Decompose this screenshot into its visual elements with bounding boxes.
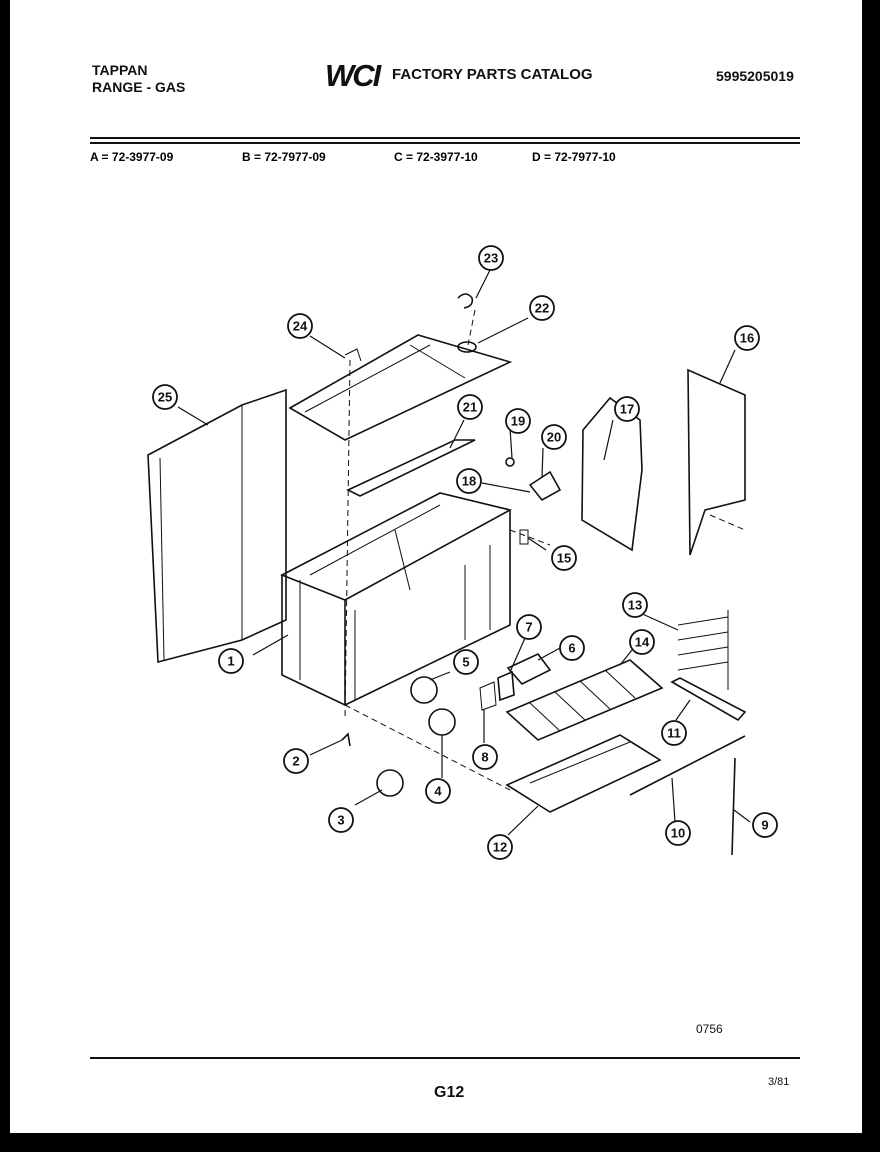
part-2 <box>341 732 351 747</box>
callout-2: 2 <box>283 748 309 774</box>
svg-text:10: 10 <box>671 826 685 841</box>
svg-text:8: 8 <box>481 750 488 765</box>
callout-8: 8 <box>472 744 498 770</box>
header-rule-bottom <box>90 142 800 144</box>
model-d: D = 72-7977-10 <box>532 150 616 164</box>
svg-text:3: 3 <box>337 813 344 828</box>
svg-text:17: 17 <box>620 402 634 417</box>
exploded-parts-diagram: 1 2 3 4 5 6 7 8 9 10 11 12 13 14 15 16 1… <box>147 245 778 860</box>
alignment-line <box>467 309 476 346</box>
callout-23: 23 <box>478 245 504 271</box>
callout-16: 16 <box>734 325 760 351</box>
callout-1: 1 <box>218 648 244 674</box>
brand-name: TAPPAN <box>92 62 148 78</box>
callout-10: 10 <box>665 820 691 846</box>
part-4 <box>428 708 456 736</box>
callout-3: 3 <box>328 807 354 833</box>
callout-19: 19 <box>505 408 531 434</box>
part-24 <box>344 348 362 362</box>
callout-6: 6 <box>559 635 585 661</box>
callout-11: 11 <box>661 720 687 746</box>
callout-4: 4 <box>425 778 451 804</box>
part-9 <box>731 757 736 856</box>
part-10 <box>629 735 746 796</box>
alignment-line <box>344 359 351 721</box>
brand-block: TAPPAN RANGE - GAS <box>92 62 185 96</box>
callout-14: 14 <box>629 629 655 655</box>
svg-text:4: 4 <box>434 784 442 799</box>
svg-text:14: 14 <box>635 635 650 650</box>
alignment-line <box>709 514 746 531</box>
part-5 <box>410 676 438 704</box>
model-a: A = 72-3977-09 <box>90 150 174 164</box>
part-19 <box>505 457 515 467</box>
svg-text:7: 7 <box>525 620 532 635</box>
svg-text:13: 13 <box>628 598 642 613</box>
callout-17: 17 <box>614 396 640 422</box>
part-8 <box>479 681 497 711</box>
svg-text:23: 23 <box>484 251 498 266</box>
part-side-panel <box>147 388 287 664</box>
part-20 <box>528 470 562 502</box>
callout-12: 12 <box>487 834 513 860</box>
svg-text:19: 19 <box>511 414 525 429</box>
svg-text:2: 2 <box>292 754 299 769</box>
callout-15: 15 <box>551 545 577 571</box>
leader-lines <box>177 269 751 836</box>
svg-text:6: 6 <box>568 641 575 656</box>
svg-text:12: 12 <box>493 840 507 855</box>
svg-text:11: 11 <box>667 726 681 741</box>
part-15 <box>519 529 529 545</box>
svg-text:15: 15 <box>557 551 571 566</box>
svg-text:24: 24 <box>293 319 308 334</box>
svg-text:22: 22 <box>535 301 549 316</box>
part-side-trim <box>687 368 746 556</box>
header-rule-top <box>90 137 800 139</box>
part-rack-guides <box>677 610 729 690</box>
callout-24: 24 <box>287 313 313 339</box>
svg-text:16: 16 <box>740 331 754 346</box>
callout-21: 21 <box>457 394 483 420</box>
part-11 <box>670 677 747 722</box>
svg-text:21: 21 <box>463 400 477 415</box>
catalog-sheet: TAPPAN RANGE - GAS WCI FACTORY PARTS CAT… <box>10 0 862 1133</box>
catalog-date: 3/81 <box>768 1076 790 1088</box>
callout-18: 18 <box>456 468 482 494</box>
svg-text:18: 18 <box>462 474 476 489</box>
alignment-line <box>509 529 551 546</box>
part-bar <box>346 439 476 497</box>
drawing-code: 0756 <box>696 1022 723 1036</box>
callout-7: 7 <box>516 614 542 640</box>
part-oven-rack <box>505 659 664 741</box>
part-6 <box>506 653 552 685</box>
callout-25: 25 <box>152 384 178 410</box>
callout-9: 9 <box>752 812 778 838</box>
catalog-title: FACTORY PARTS CATALOG <box>392 66 593 83</box>
part-rear-plate <box>581 396 643 552</box>
callout-5: 5 <box>453 649 479 675</box>
alignment-line <box>344 704 511 791</box>
callout-13: 13 <box>622 592 648 618</box>
model-b: B = 72-7977-09 <box>242 150 326 164</box>
page-code: G12 <box>434 1084 465 1101</box>
part-7 <box>497 670 515 702</box>
wci-logo: WCI <box>325 58 381 93</box>
part-3 <box>376 769 404 797</box>
part-main-body <box>280 492 513 707</box>
svg-text:20: 20 <box>547 430 561 445</box>
callout-22: 22 <box>529 295 555 321</box>
part-top-cover <box>288 334 513 441</box>
svg-text:9: 9 <box>761 818 768 833</box>
part-broiler-pan <box>505 734 662 813</box>
footer-rule <box>90 1057 800 1059</box>
callout-20: 20 <box>541 424 567 450</box>
model-c: C = 72-3977-10 <box>394 150 478 164</box>
svg-text:25: 25 <box>158 390 172 405</box>
catalog-number: 5995205019 <box>716 68 794 84</box>
svg-text:1: 1 <box>227 654 234 669</box>
svg-text:5: 5 <box>462 655 469 670</box>
product-type: RANGE - GAS <box>92 79 186 95</box>
part-23 <box>457 293 474 309</box>
